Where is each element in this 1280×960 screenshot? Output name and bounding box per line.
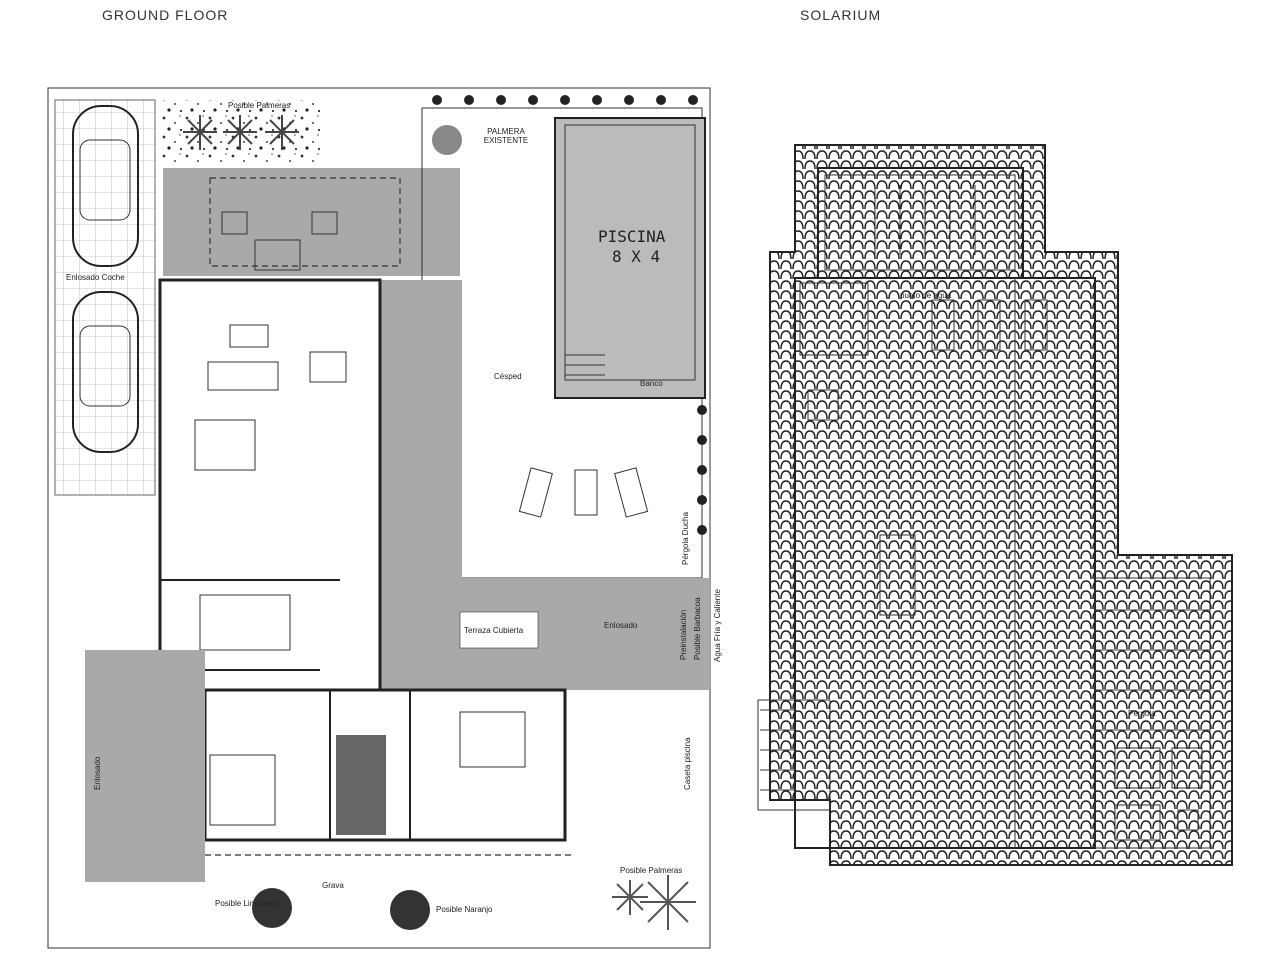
hedge-shrubs — [432, 95, 707, 535]
palmera-existente-label: PALMERA EXISTENTE — [483, 127, 529, 145]
dining-table-icon — [879, 534, 916, 616]
covered-terrace — [380, 578, 710, 690]
car-paving — [54, 99, 156, 496]
enlosado-coche-label: Enlosado Coche — [66, 273, 125, 282]
solarium-terrace — [794, 277, 1096, 849]
agua-label: Agua Fría y Caliente — [713, 589, 722, 662]
cesped-label: Césped — [494, 372, 522, 381]
palm-icon — [612, 875, 696, 930]
pool-label: PISCINA — [598, 227, 666, 246]
posible-limonero-label: Posible Limonero — [215, 899, 277, 908]
roof-tiles-border — [769, 144, 1233, 866]
solarium-plan: punto de agua Pérgola — [757, 144, 1233, 866]
enlosado-left-label: Enlosado — [93, 756, 102, 790]
sun-lounger-icon — [931, 299, 1048, 351]
jacuzzi-icon — [799, 282, 869, 356]
punto-de-agua-label: punto de agua — [900, 291, 952, 300]
posible-palmeras-bottom-label: Posible Palmeras — [620, 866, 682, 875]
ducha-label: Pérgola Ducha — [681, 512, 690, 565]
posible-palmeras-label: Posible Palmeras — [228, 101, 290, 110]
palm-icon — [183, 115, 299, 150]
preinstalacion-label: Preinstalación — [679, 610, 688, 660]
shower-icon — [807, 389, 839, 421]
sun-lounger-icon — [518, 467, 649, 518]
orange-tree-icon — [390, 890, 430, 930]
pool-size: 8 X 4 — [612, 247, 660, 266]
enlosado-label: Enlosado — [604, 621, 638, 630]
bed-icon — [209, 754, 276, 826]
grava-label: Grava — [322, 881, 344, 890]
stairs — [757, 699, 831, 811]
side-paving — [85, 650, 205, 882]
lemon-tree-icon — [252, 888, 292, 928]
solarium-title: SOLARIUM — [800, 7, 881, 23]
palm-tree-icon — [432, 125, 462, 155]
caseta-piscina-label: Caseta piscina — [683, 737, 692, 790]
bed-icon — [459, 711, 526, 768]
car-icon — [72, 105, 139, 267]
house-walls — [158, 278, 382, 702]
ground-floor-plan: Enlosado Coche Posible Palmeras PISCINA … — [47, 87, 722, 949]
posible-naranjo-label: Posible Naranjo — [436, 905, 493, 914]
plot-boundary — [47, 87, 711, 949]
terraza-cubierta-label: Terraza Cubierta — [464, 626, 524, 635]
bed-icon — [199, 594, 291, 651]
pool — [554, 117, 706, 399]
barbacoa-label: Posible Barbacoa — [693, 597, 702, 660]
pergola-label: Pérgola — [1128, 709, 1156, 718]
car-icon — [72, 291, 139, 453]
banco-label: Banco — [640, 379, 663, 388]
ground-floor-title: GROUND FLOOR — [102, 7, 228, 23]
